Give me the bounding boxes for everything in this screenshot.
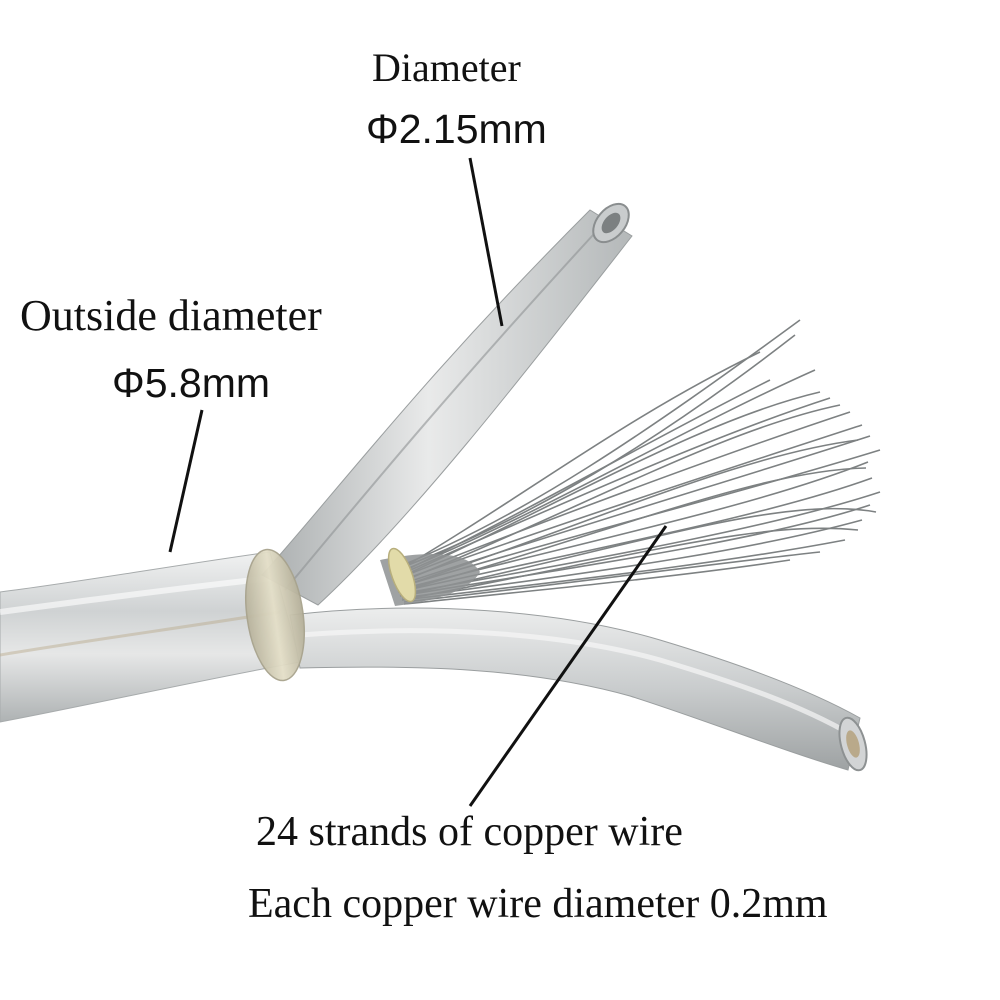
strand-diameter-label: Each copper wire diameter 0.2mm [248,881,828,927]
outer-collar [245,548,305,682]
leader-line-inner-diameter [468,157,504,327]
strand-count-label: 24 strands of copper wire [256,809,683,855]
upper-conductor-strands [284,221,606,591]
outside-diameter-title: Outside diameter [20,291,322,340]
outer-jacket-inner-line [0,610,281,657]
leader-line-outside-diameter [168,409,204,553]
inner-collar [387,547,417,603]
outer-jacket-highlight [0,575,273,615]
copper-strands [389,319,881,605]
outside-diameter-value: Φ5.8mm [112,360,271,406]
inner-diameter-title: Diameter [372,45,521,90]
lower-conductor [289,607,861,771]
leader-line-strands [468,525,668,807]
inner-diameter-value: Φ2.15mm [366,106,547,152]
